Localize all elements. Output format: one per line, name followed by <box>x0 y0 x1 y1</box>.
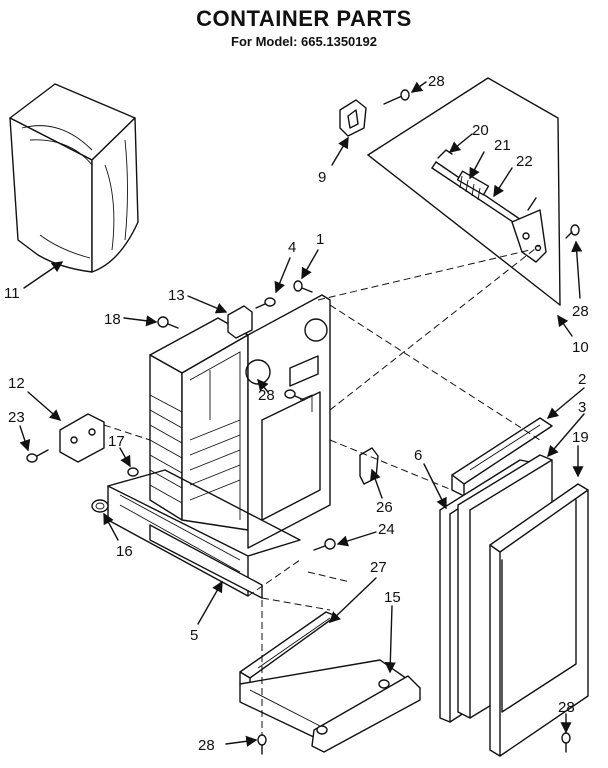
callout-2: 2 <box>578 371 586 388</box>
screw-part <box>157 316 179 329</box>
door-frame-part <box>489 483 589 757</box>
callout-3: 3 <box>578 399 586 416</box>
screw-part <box>257 734 267 755</box>
screw-part <box>255 297 276 309</box>
callout-28-bottom-right: 28 <box>558 699 575 716</box>
callout-5: 5 <box>190 627 198 644</box>
screw-part <box>26 449 49 463</box>
callout-28-right: 28 <box>572 303 589 320</box>
callout-16: 16 <box>116 543 133 560</box>
callout-4: 4 <box>288 239 296 256</box>
callout-18: 18 <box>104 311 121 328</box>
knob-part <box>91 499 109 513</box>
callout-21: 21 <box>494 137 511 154</box>
callout-19: 19 <box>572 429 589 446</box>
leader-lines <box>19 81 585 747</box>
callout-22: 22 <box>516 153 533 170</box>
callout-15: 15 <box>384 589 401 606</box>
callout-17: 17 <box>108 433 125 450</box>
page-title: CONTAINER PARTS <box>196 6 412 31</box>
container-bag-part <box>9 83 139 273</box>
hinge-bracket-part <box>511 197 547 263</box>
mounting-bracket-part <box>59 413 105 463</box>
callout-26: 26 <box>376 499 393 516</box>
callout-13: 13 <box>168 287 185 304</box>
drawer-part <box>239 659 421 753</box>
callout-24: 24 <box>378 521 395 538</box>
side-panel-part <box>367 77 561 306</box>
screw-part <box>561 732 571 753</box>
screw-part <box>383 89 410 105</box>
main-housing-part <box>107 294 331 599</box>
callout-28-inner: 28 <box>258 387 275 404</box>
bracket-part <box>339 99 367 137</box>
screw-part <box>127 467 139 477</box>
spring-part <box>456 170 490 201</box>
callout-28-bottom: 28 <box>198 737 215 754</box>
callout-6: 6 <box>414 447 422 464</box>
bracket-part <box>227 305 253 339</box>
callout-9: 9 <box>318 169 326 186</box>
page-subtitle: For Model: 665.1350192 <box>231 34 377 49</box>
callout-10: 10 <box>572 339 589 356</box>
screw-part <box>313 538 336 551</box>
callout-1: 1 <box>316 231 324 248</box>
callout-12: 12 <box>8 375 25 392</box>
callout-11: 11 <box>4 285 20 302</box>
callout-23: 23 <box>8 409 25 426</box>
callout-labels: 28 9 20 21 22 28 10 11 4 1 13 18 12 23 1… <box>4 73 589 754</box>
assembly-guide-lines <box>103 244 541 735</box>
callout-27: 27 <box>370 559 387 576</box>
callout-20: 20 <box>472 122 489 139</box>
top-trim-part <box>451 417 553 497</box>
screw-part <box>284 389 305 401</box>
callout-28-top: 28 <box>428 73 445 90</box>
screw-part <box>565 224 580 239</box>
screw-part <box>293 280 313 293</box>
